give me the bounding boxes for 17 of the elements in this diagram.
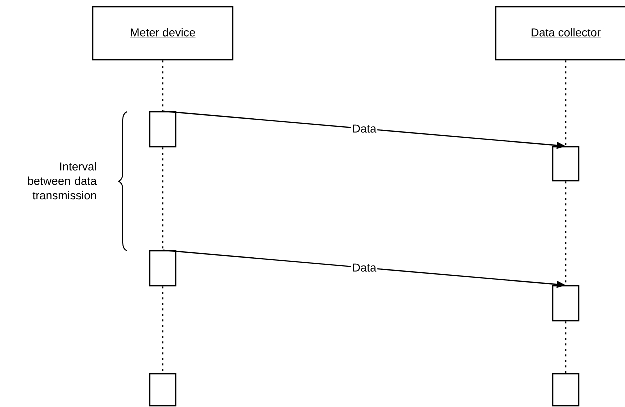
- lifeline: [162, 286, 164, 374]
- lifeline-head-box: Data collector: [495, 6, 625, 61]
- activation-box: [149, 111, 177, 148]
- edge-label: Data: [351, 124, 378, 134]
- lifeline: [565, 182, 567, 286]
- activation-box: [149, 250, 177, 287]
- lifeline: [565, 322, 567, 374]
- activation-box: [552, 373, 580, 407]
- lifeline: [162, 148, 164, 250]
- activation-box: [552, 285, 580, 322]
- edge-label: Data: [351, 262, 378, 273]
- activation-box: [552, 146, 580, 182]
- lifeline-head-box: Meter device: [92, 6, 234, 61]
- note-text: Interval between data transmission: [28, 162, 97, 200]
- lifeline: [565, 60, 567, 146]
- activation-box: [149, 373, 177, 407]
- lifeline: [162, 60, 164, 112]
